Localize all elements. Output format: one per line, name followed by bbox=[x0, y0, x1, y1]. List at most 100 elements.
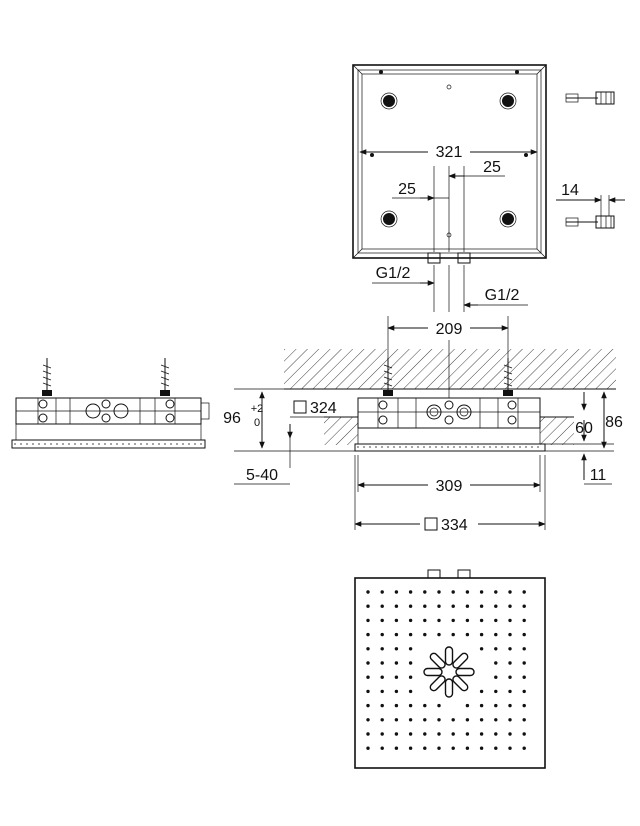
nozzle-dot bbox=[380, 746, 384, 750]
nozzle-dot bbox=[465, 718, 470, 722]
nozzle-dot bbox=[408, 746, 413, 750]
nozzle-dot bbox=[394, 718, 399, 722]
nozzle-dot bbox=[508, 661, 512, 665]
nozzle-dot bbox=[465, 703, 470, 708]
nozzle-dot bbox=[508, 703, 512, 708]
nozzle-dot bbox=[437, 632, 441, 637]
nozzle-dot bbox=[394, 604, 399, 608]
nozzle-dot bbox=[494, 647, 498, 651]
nozzle-dot bbox=[451, 718, 455, 722]
nozzle-dot bbox=[423, 732, 427, 736]
nozzle-dot bbox=[494, 632, 498, 637]
nozzle-dot bbox=[408, 647, 413, 651]
nozzle-dot bbox=[366, 732, 370, 736]
nozzle-dot bbox=[394, 647, 399, 651]
nozzle-dot bbox=[366, 689, 370, 694]
section-view: 209 96 +2 0 324 5-40 60 86 11 309 bbox=[223, 316, 623, 535]
nozzle-dot bbox=[465, 604, 470, 608]
nozzle-dot bbox=[508, 689, 512, 694]
nozzle-dot bbox=[437, 746, 441, 750]
side-view-left bbox=[11, 358, 210, 449]
nozzle-dot bbox=[451, 590, 455, 594]
nozzle-dot bbox=[366, 718, 370, 722]
nozzle-dot bbox=[423, 746, 427, 750]
nozzle-dot bbox=[437, 703, 441, 708]
nozzle-dot bbox=[508, 718, 512, 722]
nozzle-dot bbox=[408, 661, 413, 665]
nozzle-dot bbox=[494, 661, 498, 665]
nozzle-dot bbox=[451, 618, 455, 623]
nozzle-dot bbox=[394, 703, 399, 708]
nozzle-dot bbox=[479, 618, 484, 623]
nozzle-dot bbox=[508, 746, 512, 750]
nozzle-dot bbox=[380, 632, 384, 637]
nozzle-dot bbox=[380, 618, 384, 623]
dim-86: 86 bbox=[605, 414, 623, 431]
nozzle-dot bbox=[479, 647, 484, 651]
nozzle-dot bbox=[508, 732, 512, 736]
nozzle-dot bbox=[508, 647, 512, 651]
dim-25-right: 25 bbox=[483, 159, 501, 176]
nozzle-dot bbox=[380, 661, 384, 665]
nozzle-dot bbox=[508, 675, 512, 679]
nozzle-dot bbox=[494, 703, 498, 708]
anchor-bolt-icon bbox=[565, 91, 615, 105]
dim-209: 209 bbox=[436, 321, 463, 338]
nozzle-dot bbox=[394, 632, 399, 637]
nozzle-dot bbox=[522, 604, 526, 608]
nozzle-dot bbox=[522, 689, 526, 694]
nozzle-dot bbox=[366, 703, 370, 708]
nozzle-dot bbox=[380, 732, 384, 736]
mounting-foot-icon bbox=[380, 92, 517, 228]
nozzle-dot bbox=[479, 590, 484, 594]
nozzle-dot bbox=[408, 732, 413, 736]
nozzle-dot bbox=[366, 675, 370, 679]
nozzle-dot bbox=[437, 618, 441, 623]
nozzle-dot bbox=[366, 632, 370, 637]
dim-309: 309 bbox=[436, 478, 463, 495]
inlet-right bbox=[457, 252, 471, 264]
nozzle-dot bbox=[366, 661, 370, 665]
nozzle-dot bbox=[394, 661, 399, 665]
nozzle-dot bbox=[394, 746, 399, 750]
top-view: 321 25 25 G1/2 G1/2 bbox=[352, 64, 547, 312]
nozzle-dot bbox=[522, 618, 526, 623]
nozzle-dot bbox=[479, 689, 484, 694]
screw-icon bbox=[160, 358, 170, 396]
nozzle-dot bbox=[437, 718, 441, 722]
square-symbol-icon bbox=[293, 400, 307, 414]
nozzle-dot bbox=[380, 647, 384, 651]
dim-60: 60 bbox=[575, 420, 593, 437]
dim-96: 96 bbox=[223, 410, 241, 427]
nozzle-dot bbox=[423, 590, 427, 594]
dim-25-left: 25 bbox=[398, 181, 416, 198]
dim-5-40: 5-40 bbox=[246, 467, 278, 484]
nozzle-dot bbox=[522, 590, 526, 594]
dim-324: 324 bbox=[310, 400, 337, 417]
nozzle-dot bbox=[508, 604, 512, 608]
nozzle-dot bbox=[408, 632, 413, 637]
nozzle-dot bbox=[522, 647, 526, 651]
top-view-inner-frame bbox=[357, 69, 542, 254]
nozzle-dot bbox=[408, 718, 413, 722]
nozzle-dot bbox=[394, 590, 399, 594]
nozzle-dot bbox=[479, 732, 484, 736]
nozzle-dot bbox=[451, 746, 455, 750]
nozzle-dot bbox=[494, 689, 498, 694]
nozzle-dot bbox=[437, 604, 441, 608]
nozzle-dot bbox=[479, 746, 484, 750]
nozzle-dot bbox=[465, 746, 470, 750]
nozzle-dot bbox=[423, 618, 427, 623]
nozzle-dot bbox=[408, 675, 413, 679]
ceiling-hatch bbox=[284, 349, 616, 389]
nozzle-dot bbox=[408, 703, 413, 708]
screw-icon bbox=[503, 358, 513, 396]
cleaning-star-icon bbox=[423, 646, 475, 698]
tolerance-zero: 0 bbox=[254, 417, 260, 429]
nozzle-dot bbox=[479, 718, 484, 722]
nozzle-dot bbox=[451, 732, 455, 736]
tolerance-plus: +2 bbox=[251, 403, 264, 415]
thread-g12-right: G1/2 bbox=[485, 287, 520, 304]
shower-plate-outline bbox=[354, 577, 546, 769]
